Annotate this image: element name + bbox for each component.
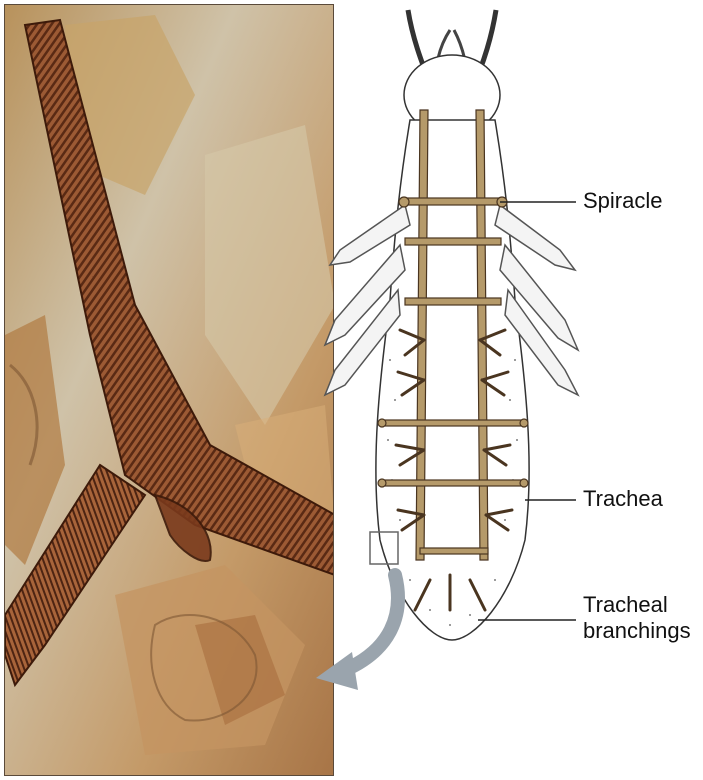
label-tracheal-line2: branchings: [583, 618, 691, 644]
micrograph-image: [5, 5, 334, 776]
label-tracheal-line1: Tracheal: [583, 592, 691, 618]
trachea-micrograph: [4, 4, 334, 776]
label-spiracle: Spiracle: [583, 188, 662, 214]
label-trachea: Trachea: [583, 486, 663, 512]
insect-tracheal-diagram: [320, 0, 580, 660]
insect-body-drawing: [320, 0, 580, 660]
label-tracheal-branchings: Tracheal branchings: [583, 592, 691, 644]
